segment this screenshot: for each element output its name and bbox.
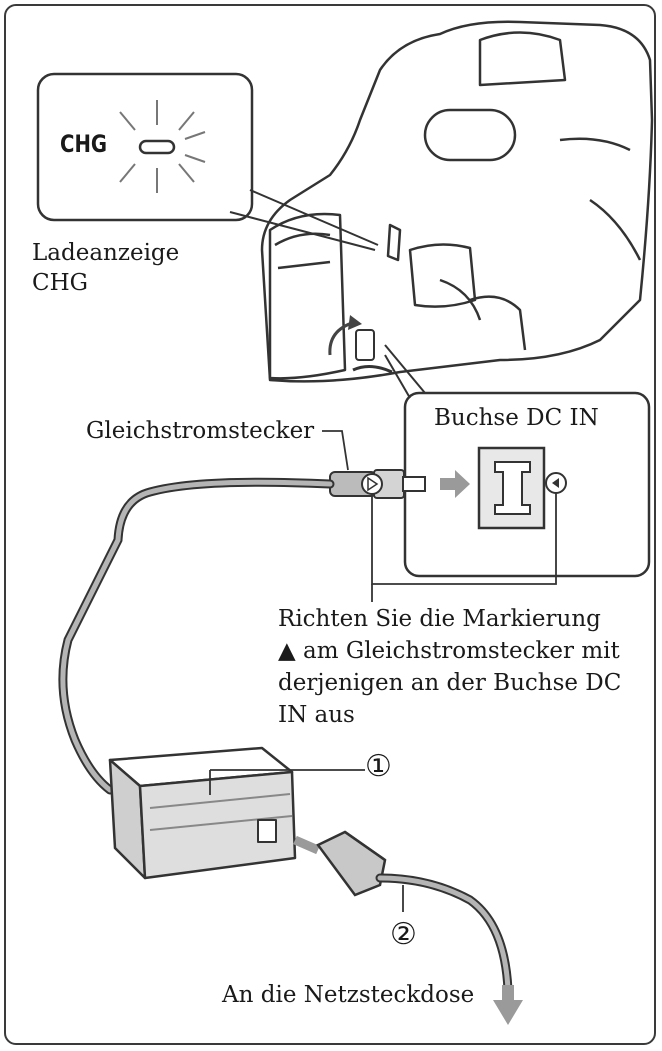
camcorder-icon bbox=[260, 20, 654, 383]
instruction-line1: Richten Sie die Markierung bbox=[278, 606, 601, 632]
charge-indicator-label-line2: CHG bbox=[32, 270, 89, 296]
instruction-line3: derjenigen an der Buchse DC bbox=[278, 670, 622, 696]
dc-plug-label: Gleichstromstecker bbox=[86, 418, 315, 444]
step-1-marker: ① bbox=[365, 749, 392, 784]
arrow-right-icon bbox=[440, 470, 470, 498]
instruction-line2: ▲ am Gleichstromstecker mit bbox=[278, 638, 620, 664]
to-outlet-label: An die Netzsteckdose bbox=[222, 982, 475, 1008]
charge-indicator-label-line1: Ladeanzeige bbox=[32, 240, 180, 266]
figure-frame bbox=[4, 4, 656, 1045]
chg-inset-label: CHG bbox=[60, 130, 108, 158]
dc-in-jack-label: Buchse DC IN bbox=[434, 405, 599, 431]
step-2-marker: ② bbox=[390, 917, 417, 952]
instruction-line4: IN aus bbox=[278, 702, 355, 728]
power-plug-icon bbox=[316, 830, 387, 897]
dc-cord-icon bbox=[58, 477, 335, 795]
charge-lamp-icon bbox=[119, 100, 206, 193]
arrow-down-icon bbox=[493, 985, 523, 1025]
ac-adaptor-icon bbox=[108, 746, 297, 880]
power-cord-icon bbox=[375, 873, 513, 995]
dc-plug-icon bbox=[329, 469, 426, 499]
